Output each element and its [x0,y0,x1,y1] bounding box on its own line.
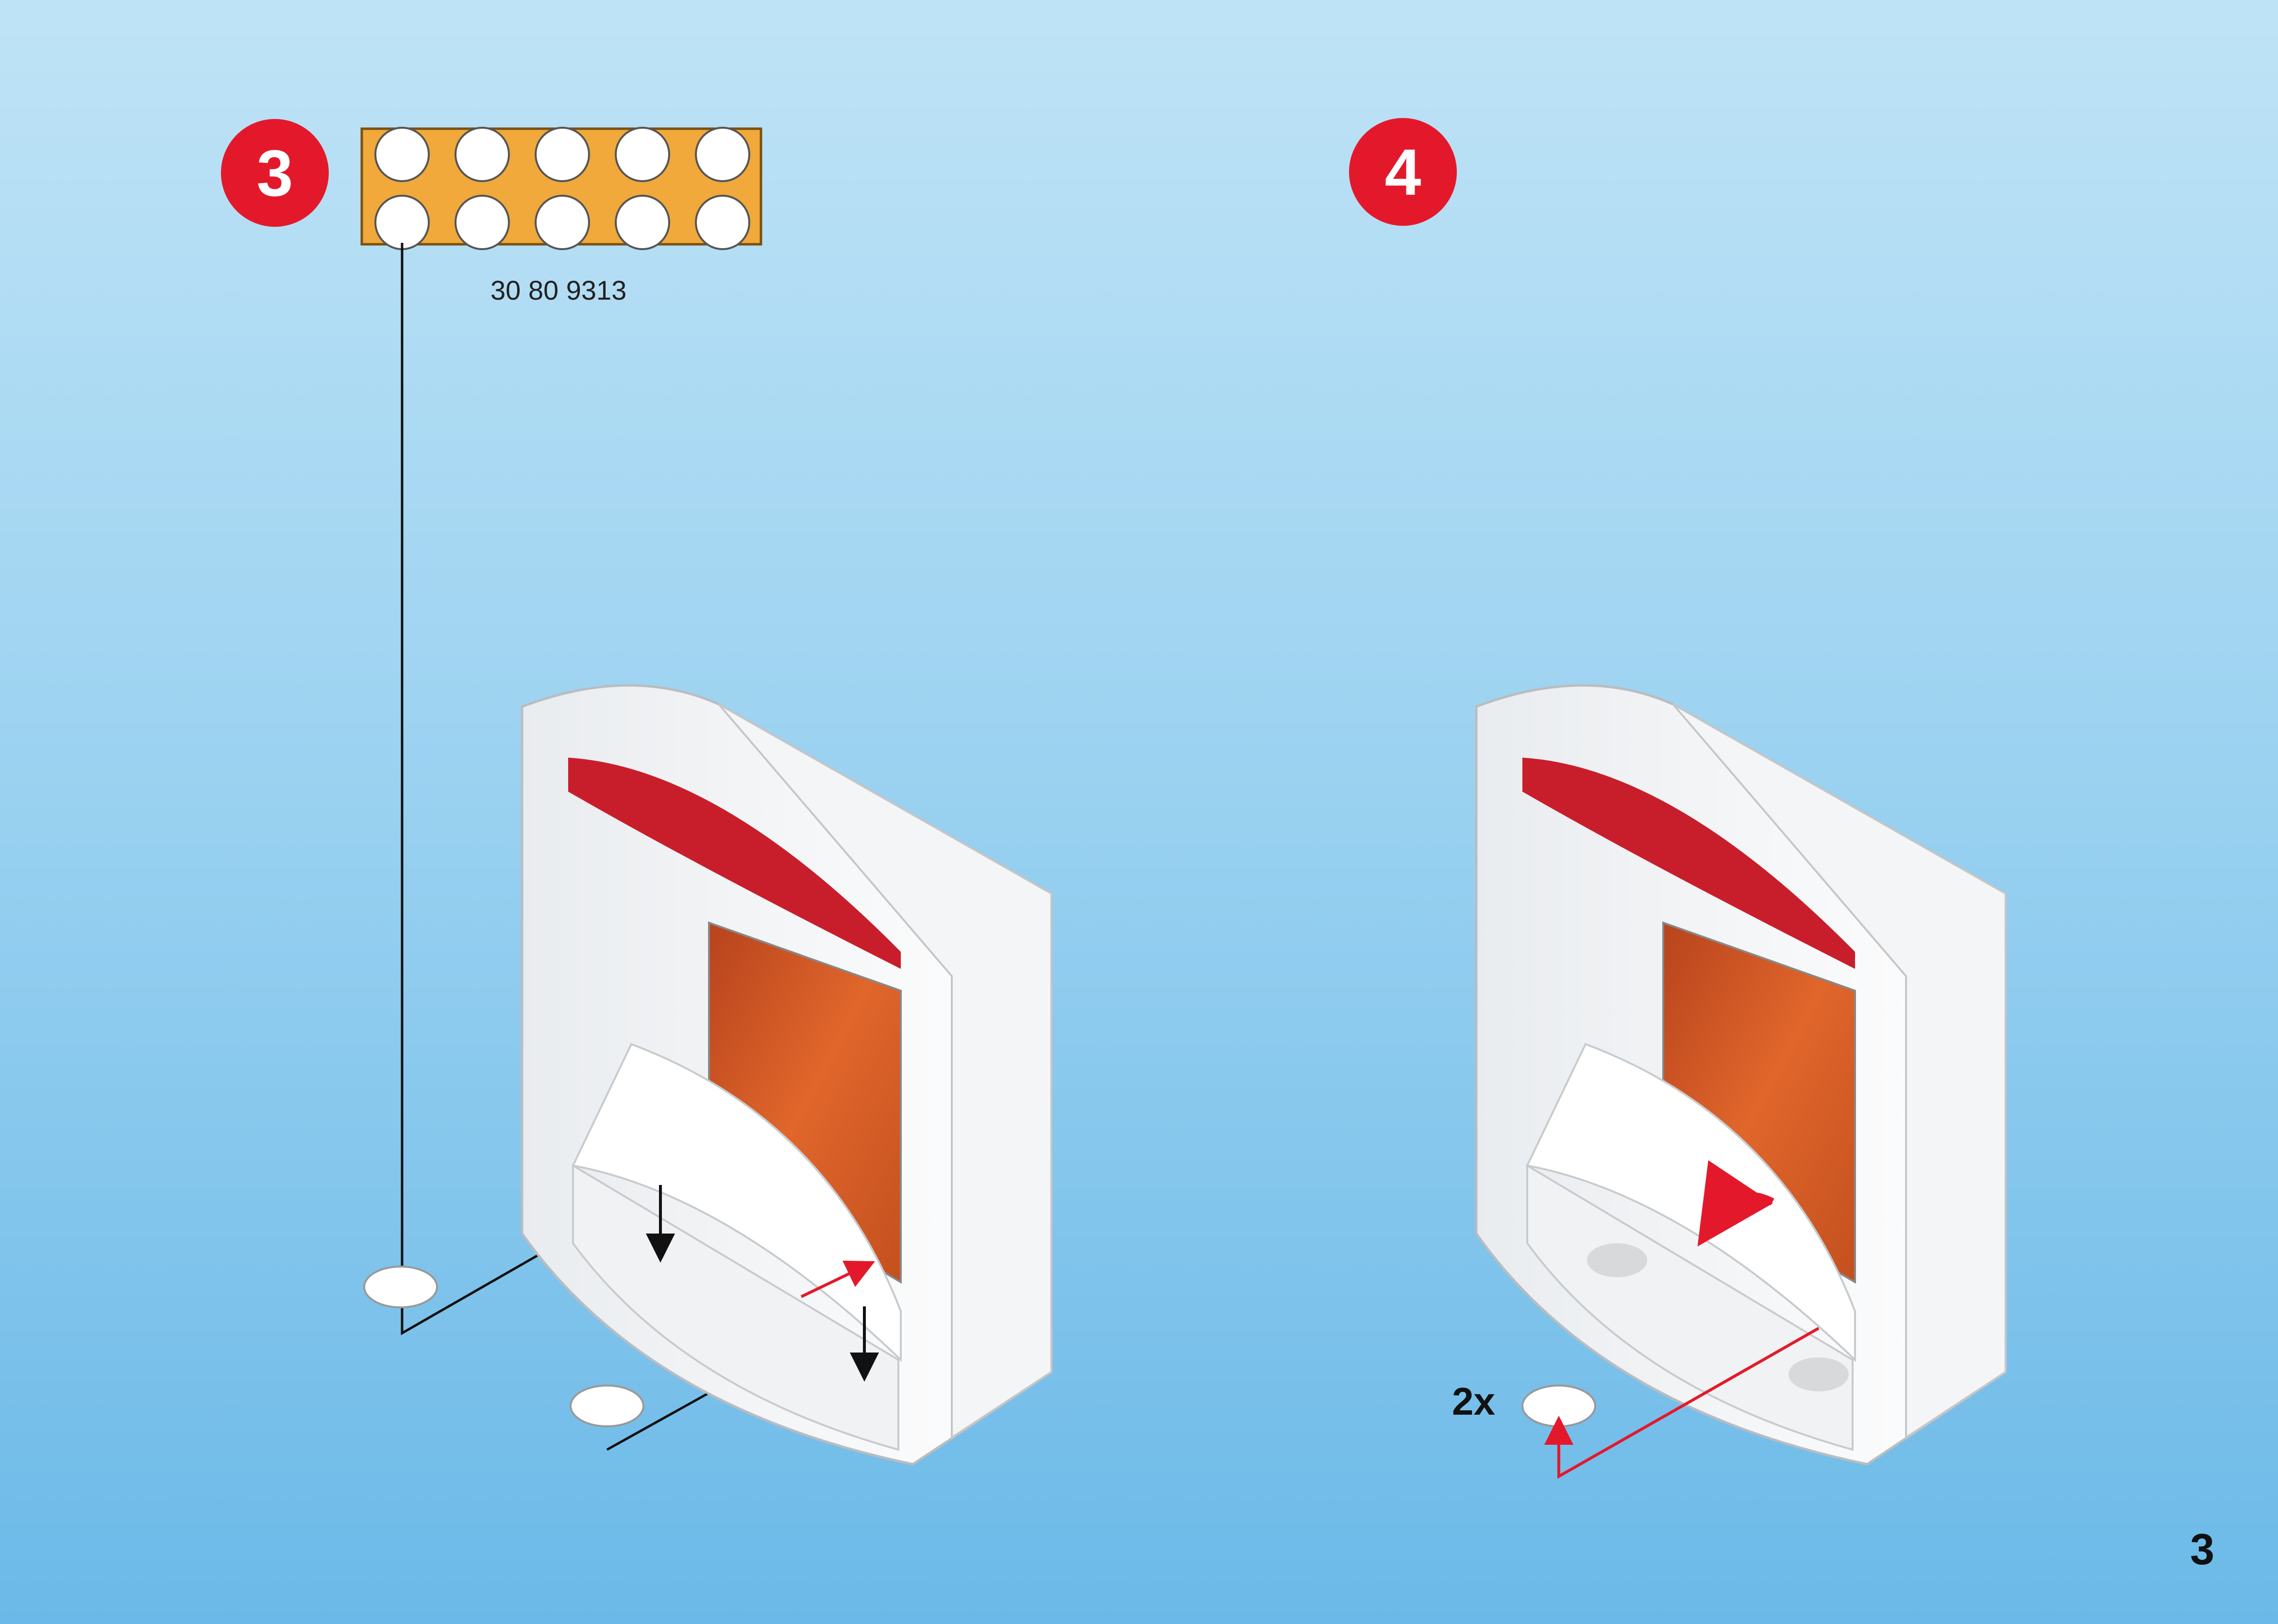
step-3-badge: 3 [221,119,329,227]
quantity-label: 2x [1452,1379,1495,1424]
part-number: 30 80 9313 [490,274,626,306]
wall-panel-illustration [522,685,1051,1464]
stud-plate-icon [362,128,761,249]
wall-panel-illustration [1476,685,2006,1464]
step-4-badge: 4 [1349,118,1457,226]
page-number: 3 [2190,1525,2214,1575]
round-tile-icon [1522,1386,1595,1426]
